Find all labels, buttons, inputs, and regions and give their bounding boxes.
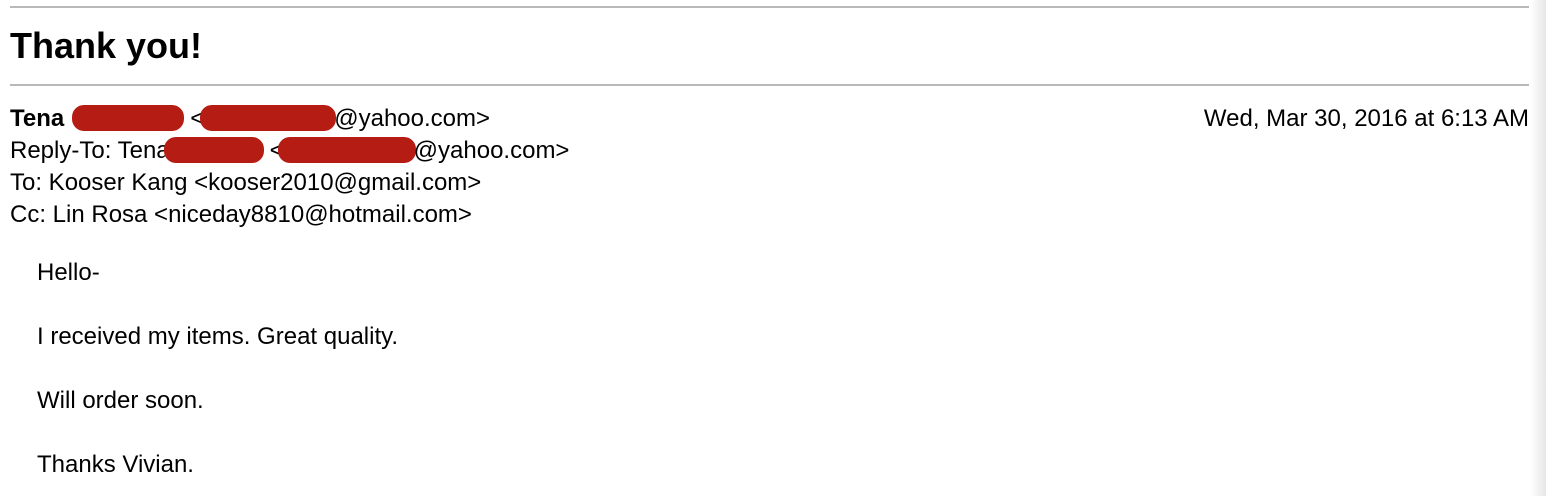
email-subject: Thank you! <box>10 25 203 66</box>
redaction-mark <box>200 105 337 131</box>
redaction-mark <box>277 137 416 163</box>
redaction-mark <box>72 105 185 131</box>
reply-to-line: Reply-To: Tena<@yahoo.com> <box>10 135 569 167</box>
sender-email-domain: @yahoo.com> <box>334 105 491 132</box>
subject-divider <box>10 84 1529 86</box>
reply-to-prefix: Reply-To: Tena <box>10 137 170 164</box>
top-divider <box>10 6 1529 8</box>
reply-to-email-domain: @yahoo.com> <box>413 137 570 164</box>
body-paragraph: Hello- <box>37 259 100 286</box>
body-paragraph: I received my items. Great quality. <box>37 323 399 350</box>
email-date: Wed, Mar 30, 2016 at 6:13 AM <box>1203 105 1529 132</box>
from-line: Tena<@yahoo.com> <box>10 103 490 135</box>
to-line: To: Kooser Kang <kooser2010@gmail.com> <box>10 169 482 196</box>
sender-name: Tena <box>10 105 65 132</box>
body-paragraph: Thanks Vivian. <box>37 451 194 478</box>
body-paragraph: Will order soon. <box>37 387 204 414</box>
cc-line: Cc: Lin Rosa <niceday8810@hotmail.com> <box>10 201 472 228</box>
redaction-mark <box>163 137 264 163</box>
window-edge-shadow <box>1530 0 1546 496</box>
